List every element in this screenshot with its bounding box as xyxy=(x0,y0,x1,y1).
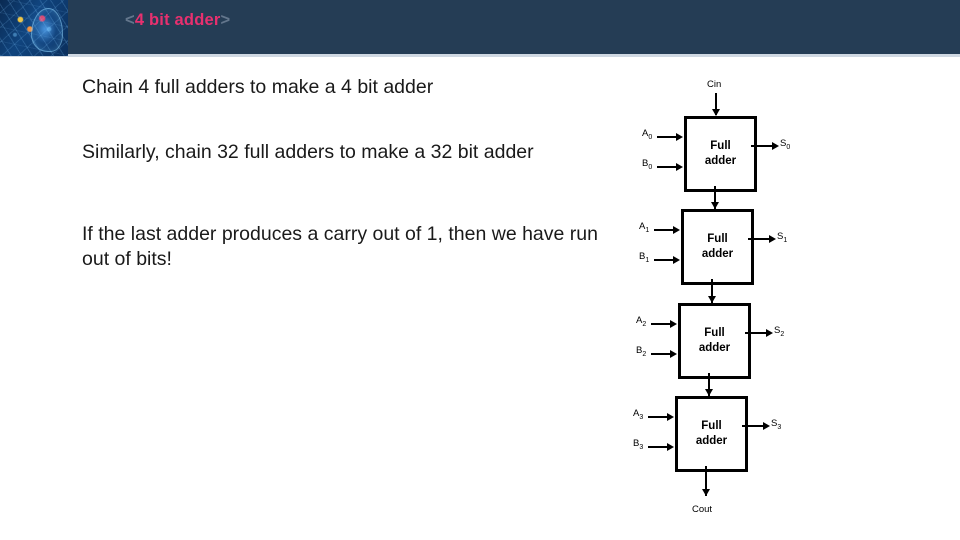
carry-in-label: Cin xyxy=(707,79,722,90)
carry-out-arrowhead xyxy=(701,489,710,496)
output-s1-arrowhead xyxy=(769,234,776,243)
full-adder-label-0-line2: adder xyxy=(704,155,737,167)
input-b2-arrowhead xyxy=(670,349,677,358)
output-s2-arrowhead xyxy=(766,328,773,337)
input-b2-wire xyxy=(651,353,671,356)
full-adder-label-3-line1: Full xyxy=(701,420,722,432)
full-adder-block-3[interactable]: Full adder xyxy=(675,396,748,472)
title-text: 4 bit adder xyxy=(134,11,221,29)
ai-brain-head-icon xyxy=(0,0,68,56)
carry-arrowhead-2-3 xyxy=(704,389,713,396)
full-adder-label-1-line2: adder xyxy=(701,248,734,260)
full-adder-label-2-line2: adder xyxy=(698,342,731,354)
input-a0-label: A0 xyxy=(642,128,653,141)
full-adder-label-2-line1: Full xyxy=(704,327,725,339)
carry-wire-2-3 xyxy=(708,373,711,396)
page-title: <4 bit adder> xyxy=(125,11,230,30)
carry-out-wire xyxy=(705,466,708,496)
input-a2-wire xyxy=(651,323,671,326)
output-s1-wire xyxy=(748,238,772,241)
input-a1-arrowhead xyxy=(673,225,680,234)
input-b3-arrowhead xyxy=(667,442,674,451)
output-s0-wire xyxy=(751,145,775,148)
output-s3-label: S3 xyxy=(771,418,782,431)
input-a2-arrowhead xyxy=(670,319,677,328)
output-s0-label: S0 xyxy=(780,138,791,151)
output-s2-label: S2 xyxy=(774,325,785,338)
input-a3-label: A3 xyxy=(633,408,644,421)
title-close-bracket: > xyxy=(220,11,231,29)
input-a3-arrowhead xyxy=(667,412,674,421)
body-paragraph-1: Chain 4 full adders to make a 4 bit adde… xyxy=(82,76,434,98)
title-open-bracket: < xyxy=(125,11,135,29)
carry-out-label: Cout xyxy=(692,504,713,515)
input-b1-label: B1 xyxy=(639,251,650,264)
input-a3-wire xyxy=(648,416,668,419)
input-a0-wire xyxy=(657,136,677,139)
full-adder-block-2[interactable]: Full adder xyxy=(678,303,751,379)
input-b1-arrowhead xyxy=(673,255,680,264)
body-paragraph-2: Similarly, chain 32 full adders to make … xyxy=(82,141,534,163)
input-b0-wire xyxy=(657,166,677,169)
carry-arrowhead-0-1 xyxy=(710,202,719,209)
carry-in-arrowhead xyxy=(711,109,720,116)
output-s3-wire xyxy=(742,425,766,428)
output-s2-wire xyxy=(745,332,769,335)
carry-wire-1-2 xyxy=(711,279,714,303)
full-adder-label-0-line1: Full xyxy=(710,140,731,152)
carry-in-wire xyxy=(715,93,718,115)
input-b1-wire xyxy=(654,259,674,262)
full-adder-label-1-line1: Full xyxy=(707,233,728,245)
full-adder-label-3-line2: adder xyxy=(695,435,728,447)
carry-wire-0-1 xyxy=(714,186,717,209)
input-a1-label: A1 xyxy=(639,221,650,234)
input-a0-arrowhead xyxy=(676,132,683,141)
carry-arrowhead-1-2 xyxy=(707,296,716,303)
body-paragraph-3: If the last adder produces a carry out o… xyxy=(82,223,598,270)
input-a2-label: A2 xyxy=(636,315,647,328)
logo-head-outline xyxy=(31,8,63,52)
ripple-carry-adder-diagram: Cin Full adder A0 B0 S0 Full adder A1 B1 xyxy=(600,60,960,540)
full-adder-block-1[interactable]: Full adder xyxy=(681,209,754,285)
slide-header-bar xyxy=(0,0,960,54)
output-s0-arrowhead xyxy=(772,141,779,150)
full-adder-block-0[interactable]: Full adder xyxy=(684,116,757,192)
input-b3-wire xyxy=(648,446,668,449)
input-a1-wire xyxy=(654,229,674,232)
header-divider xyxy=(0,54,960,57)
output-s1-label: S1 xyxy=(777,231,788,244)
output-s3-arrowhead xyxy=(763,421,770,430)
input-b3-label: B3 xyxy=(633,438,644,451)
input-b0-label: B0 xyxy=(642,158,653,171)
input-b2-label: B2 xyxy=(636,345,647,358)
input-b0-arrowhead xyxy=(676,162,683,171)
